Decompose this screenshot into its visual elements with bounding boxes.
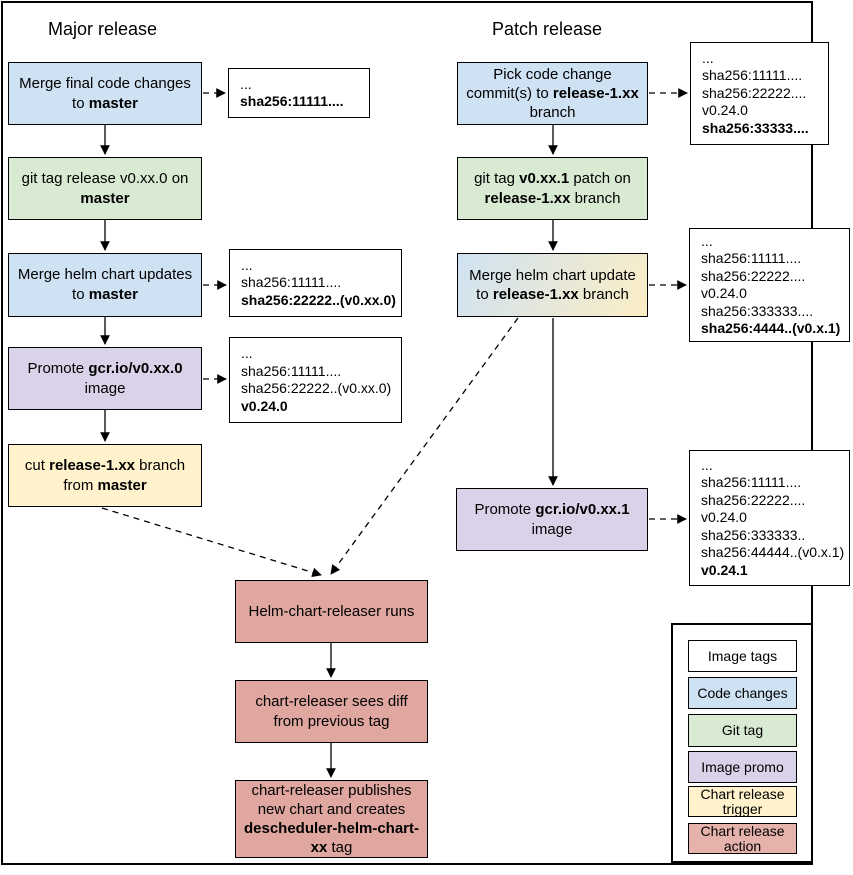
- node-patch-git-tag: git tag v0.xx.1 patch on release-1.xx br…: [457, 157, 648, 220]
- node-releaser-publish-label: chart-releaser publishes new chart and c…: [243, 782, 420, 856]
- legend-item-code-changes: Code changes: [688, 677, 797, 709]
- tagbox-major-promote: ...sha256:11111....sha256:22222..(v0.xx.…: [229, 337, 402, 423]
- node-patch-pick-commits-label: Pick code change commit(s) to release-1.…: [466, 66, 639, 121]
- node-patch-merge-helm: Merge helm chart update to release-1.xx …: [457, 253, 648, 317]
- tagbox-patch-code: ...sha256:11111....sha256:22222....v0.24…: [690, 42, 829, 145]
- legend-item-git-tag: Git tag: [688, 714, 797, 747]
- legend-label-image-tags: Image tags: [707, 647, 778, 664]
- legend-item-image-tags: Image tags: [688, 640, 797, 672]
- node-major-merge-helm-label: Merge helm chart updates to master: [17, 266, 193, 303]
- arrow-patch-helm-to-releaser: [330, 317, 519, 575]
- node-major-cut-branch-label: cut release-1.xx branch from master: [24, 456, 186, 494]
- legend-item-chart-release-action: Chart release action: [688, 823, 797, 854]
- legend-item-chart-release-trigger: Chart release trigger: [688, 786, 797, 817]
- node-patch-git-tag-label: git tag v0.xx.1 patch on release-1.xx br…: [474, 169, 631, 207]
- node-releaser-sees-diff: chart-releaser sees diff from previous t…: [235, 680, 428, 743]
- diagram-frame: [1, 1, 813, 865]
- tagbox-major-code: ...sha256:11111....: [228, 68, 370, 118]
- node-major-promote-image: Promote gcr.io/v0.xx.0 image: [8, 347, 202, 410]
- node-major-merge-helm: Merge helm chart updates to master: [8, 253, 202, 317]
- node-patch-promote-image-label: Promote gcr.io/v0.xx.1 image: [474, 500, 630, 538]
- major-release-heading: Major release: [48, 19, 158, 39]
- legend-label-image-promo: Image promo: [701, 758, 784, 775]
- node-major-promote-image-label: Promote gcr.io/v0.xx.0 image: [27, 359, 183, 397]
- legend-item-image-promo: Image promo: [688, 751, 797, 783]
- tagbox-patch-promote: ...sha256:11111....sha256:22222....v0.24…: [689, 450, 850, 586]
- legend-label-code-changes: Code changes: [697, 684, 788, 701]
- legend-label-git-tag: Git tag: [721, 722, 764, 738]
- node-patch-merge-helm-label: Merge helm chart update to release-1.xx …: [469, 267, 636, 303]
- legend-label-chart-release-action: Chart release action: [700, 822, 785, 854]
- node-releaser-runs: Helm-chart-releaser runs: [235, 580, 428, 643]
- node-releaser-sees-diff-label: chart-releaser sees diff from previous t…: [255, 692, 408, 730]
- node-major-git-tag: git tag release v0.xx.0 on master: [8, 157, 202, 220]
- legend: Image tags Code changes Git tag Image pr…: [671, 623, 813, 863]
- node-major-merge-code: Merge final code changes to master: [8, 62, 202, 125]
- legend-label-chart-release-trigger: Chart release trigger: [700, 785, 785, 817]
- node-releaser-publish: chart-releaser publishes new chart and c…: [235, 780, 428, 858]
- node-major-cut-branch: cut release-1.xx branch from master: [8, 444, 202, 507]
- node-patch-pick-commits: Pick code change commit(s) to release-1.…: [457, 62, 648, 125]
- node-patch-promote-image: Promote gcr.io/v0.xx.1 image: [456, 488, 648, 551]
- node-major-merge-code-label: Merge final code changes to master: [19, 74, 191, 112]
- node-major-git-tag-label: git tag release v0.xx.0 on master: [21, 169, 189, 207]
- tagbox-patch-helm: ...sha256:11111....sha256:22222....v0.24…: [689, 228, 850, 342]
- tagbox-major-helm: ...sha256:11111....sha256:22222..(v0.xx.…: [229, 249, 402, 317]
- node-releaser-runs-label: Helm-chart-releaser runs: [248, 602, 415, 620]
- patch-release-heading: Patch release: [492, 19, 603, 39]
- arrow-cut-branch-to-releaser: [101, 507, 322, 578]
